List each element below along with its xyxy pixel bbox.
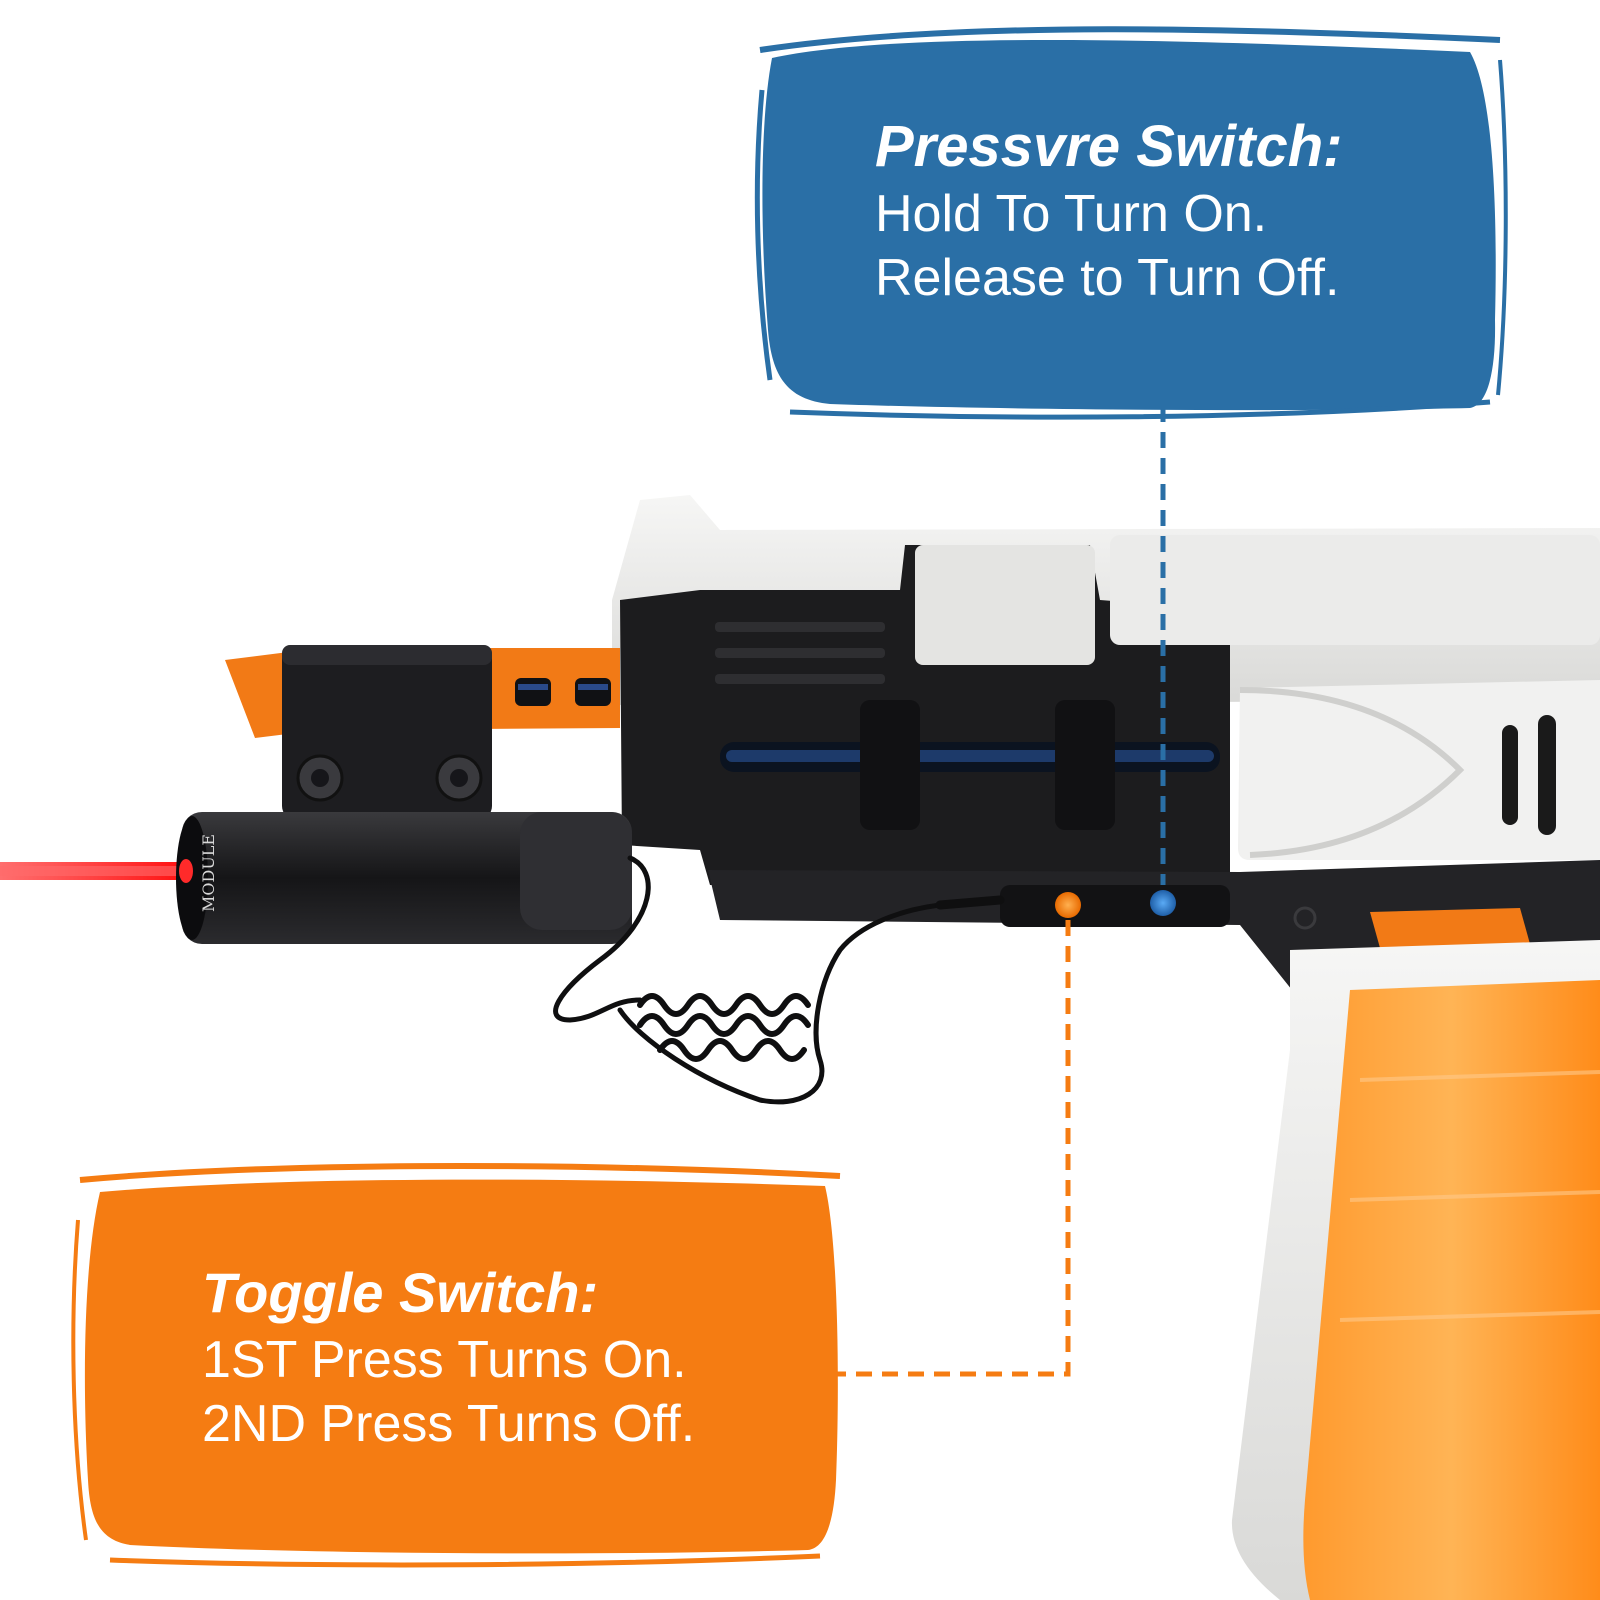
toggle-switch-leader-line	[835, 920, 1071, 1377]
pressure-switch-title: Pressvre Switch:	[875, 114, 1343, 179]
laser-module-label: MODULE	[199, 834, 218, 912]
laser-module: MODULE	[176, 645, 632, 944]
blaster-body	[612, 495, 1600, 1000]
toggle-switch-callout: Toggle Switch: 1ST Press Turns On. 2ND P…	[202, 1258, 695, 1456]
magazine	[1231, 940, 1600, 1600]
toggle-switch-callout-bg	[71, 1163, 841, 1568]
pressure-switch-line-1: Hold To Turn On.	[875, 185, 1268, 243]
toggle-switch-line-1: 1ST Press Turns On.	[202, 1331, 687, 1389]
coiled-cable	[553, 855, 1005, 1105]
toggle-switch-title: Toggle Switch:	[202, 1261, 599, 1324]
pressure-switch-callout-bg	[754, 26, 1508, 420]
toggle-switch-line-2: 2ND Press Turns Off.	[202, 1395, 696, 1453]
pressure-switch-line-2: Release to Turn Off.	[875, 249, 1340, 307]
pressure-switch-indicator-icon	[1150, 890, 1176, 916]
toggle-switch-indicator-icon	[1055, 892, 1081, 918]
switch-pad	[1000, 885, 1230, 927]
pressure-switch-callout: Pressvre Switch: Hold To Turn On. Releas…	[875, 112, 1342, 310]
